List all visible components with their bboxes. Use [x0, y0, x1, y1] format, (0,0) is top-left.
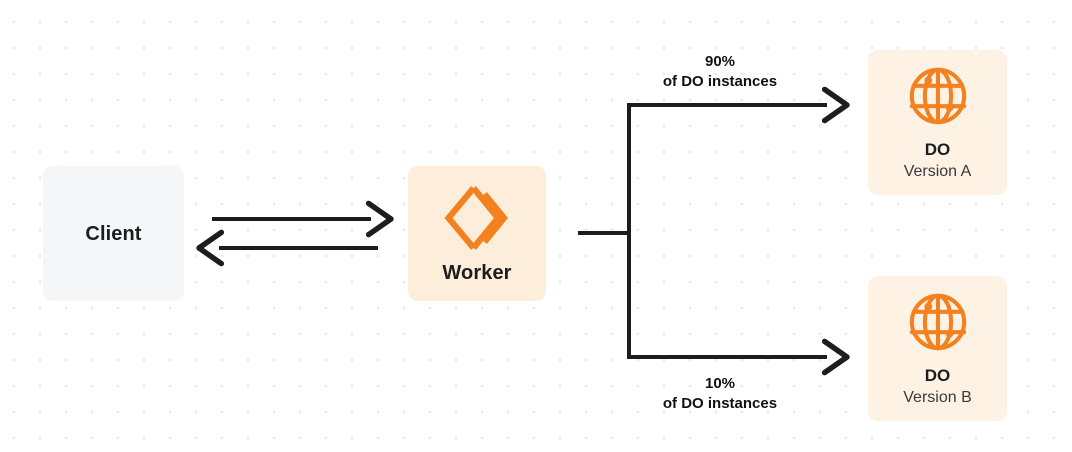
edge-label-do-a-percent: 90%: [704, 53, 736, 70]
node-do-version-b-label: DO: [924, 366, 951, 385]
node-do-version-a-sublabel: Version A: [903, 163, 972, 180]
edge-label-do-a: 90% of DO instances: [630, 52, 810, 93]
node-do-version-b[interactable]: DO Version B: [868, 276, 1007, 421]
globe-icon: [909, 293, 966, 351]
globe-icon: [909, 67, 966, 125]
node-do-version-a-label: DO: [924, 140, 951, 159]
edge-label-do-b-percent: 10%: [704, 375, 736, 392]
node-worker-label: Worker: [442, 261, 512, 284]
node-do-version-a[interactable]: DO Version A: [868, 50, 1007, 195]
node-client-label: Client: [85, 222, 142, 245]
edge-label-do-a-caption: of DO instances: [662, 73, 778, 91]
cloudflare-workers-icon: [444, 185, 508, 250]
edge-label-do-b-caption: of DO instances: [662, 395, 778, 413]
edge-label-do-b: 10% of DO instances: [630, 374, 810, 415]
node-worker[interactable]: Worker: [408, 166, 546, 301]
node-do-version-b-sublabel: Version B: [903, 389, 972, 406]
node-client[interactable]: Client: [43, 166, 184, 301]
